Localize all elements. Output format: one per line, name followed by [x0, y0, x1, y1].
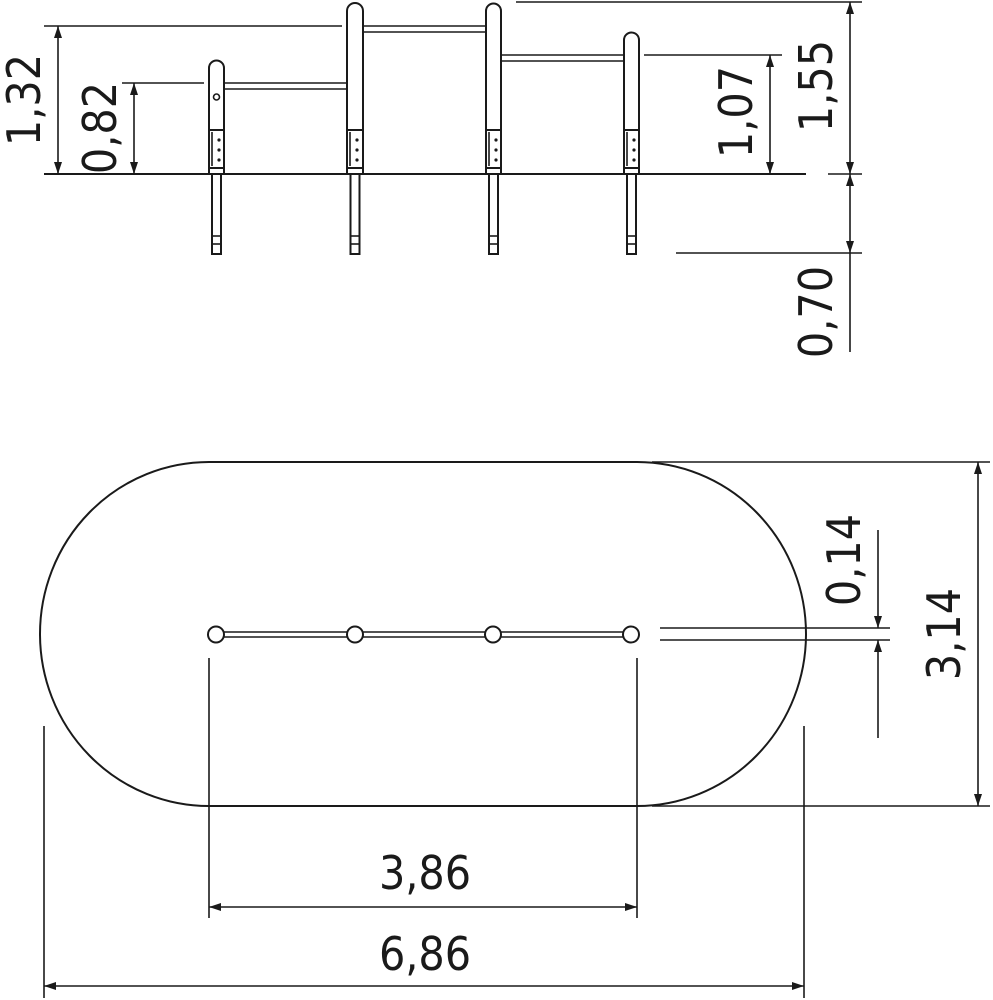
post-1 [208, 59, 225, 255]
dim-label-0-82: 0,82 [73, 82, 127, 174]
elevation-view: 1,32 0,82 1,07 1,55 0,70 [0, 1, 862, 358]
plan-view: 0,14 3,14 3,86 6,86 [39, 461, 990, 998]
dim-label-1-07: 1,07 [709, 66, 763, 158]
plan-post-1 [207, 625, 225, 644]
dim-label-3-14: 3,14 [917, 588, 971, 680]
dim-label-1-32: 1,32 [0, 54, 51, 146]
dim-label-0-14: 0,14 [817, 514, 871, 606]
dim-label-0-70: 0,70 [789, 266, 843, 358]
dim-label-6-86: 6,86 [379, 927, 471, 981]
post-3 [485, 2, 502, 255]
dim-label-3-86: 3,86 [379, 846, 471, 900]
dim-label-1-55: 1,55 [789, 40, 843, 132]
post-2 [346, 2, 364, 255]
safety-area-outline [39, 461, 807, 807]
plan-post-4 [622, 625, 640, 644]
plan-post-3 [484, 625, 502, 644]
plan-post-2 [346, 625, 364, 644]
post-4 [623, 31, 640, 255]
